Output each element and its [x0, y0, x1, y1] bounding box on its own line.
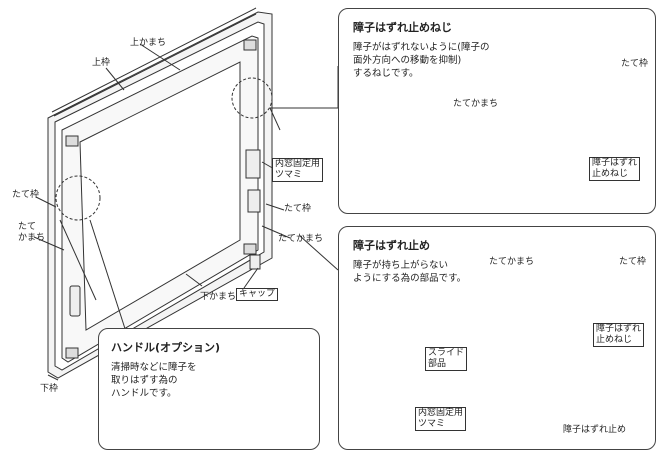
panel-screw-title: 障子はずれ止めねじ [353, 21, 452, 34]
panel-stop-title: 障子はずれ止め [353, 239, 430, 252]
panel-handle: ハンドル(オプション) 清掃時などに障子を 取りはずす為の ハンドルです。 [98, 328, 320, 450]
label-bottom-kamachi: 下かまち [200, 292, 237, 302]
label-left-tatekamachi: たて かまち [18, 222, 46, 243]
label-bottom-frame: 下枠 [40, 384, 59, 394]
label-cap: キャップ [236, 288, 279, 301]
label-right-tatewaku: たて枠 [284, 204, 312, 214]
panel-stop-label-screw: 障子はずれ 止めねじ [593, 323, 645, 347]
panel-screw-label-tatewaku: たて枠 [621, 59, 649, 69]
panel-stop: 障子はずれ止め 障子が持ち上がらない ようにする為の部品です。 たてかまち たて… [338, 226, 656, 450]
label-top-kamachi: 上かまち [130, 38, 167, 48]
panel-screw-label-screw: 障子はずれ 止めねじ [589, 157, 641, 181]
panel-stop-label-knob: 内窓固定用 ツマミ [415, 407, 467, 431]
panel-stop-label-stop: 障子はずれ止め [563, 425, 627, 435]
panel-handle-desc: 清掃時などに障子を 取りはずす為の ハンドルです。 [111, 362, 197, 399]
panel-screw-label-tatekamachi: たてかまち [453, 99, 499, 109]
panel-screw-desc: 障子がはずれないように(障子の 面外方向への移動を抑制) するねじです。 [353, 42, 490, 79]
panel-stop-label-tatekamachi: たてかまち [489, 257, 535, 267]
panel-stop-label-slide: スライド 部品 [425, 347, 468, 371]
label-left-tatewaku: たて枠 [12, 190, 40, 200]
panel-screw: 障子はずれ止めねじ 障子がはずれないように(障子の 面外方向への移動を抑制) す… [338, 8, 656, 214]
label-top-frame: 上枠 [92, 58, 111, 68]
panel-handle-title: ハンドル(オプション) [111, 341, 221, 354]
label-inner-knob: 内窓固定用 ツマミ [272, 158, 324, 182]
label-right-tatekamachi: たてかまち [278, 234, 324, 244]
panel-stop-label-tatewaku: たて枠 [619, 257, 647, 267]
panel-stop-desc: 障子が持ち上がらない ようにする為の部品です。 [353, 260, 467, 284]
